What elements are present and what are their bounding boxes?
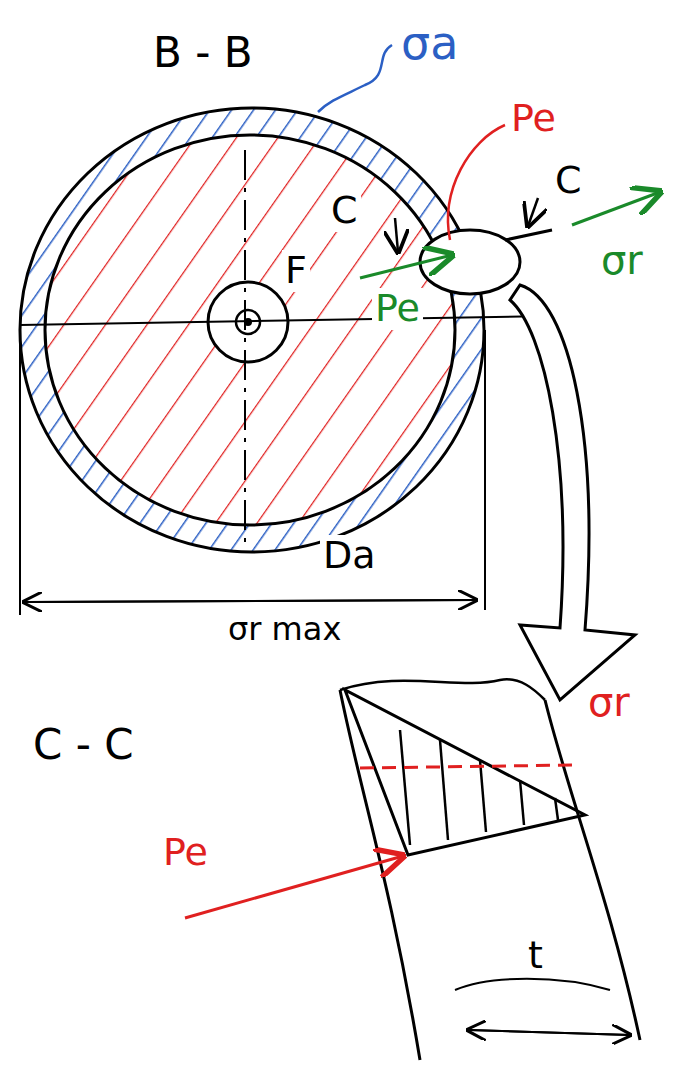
force-label: F [282,250,310,292]
section-title: B - B [150,30,255,76]
pressure-label: Pe [508,98,559,140]
dimension-label: Da [320,535,379,577]
section-letter: C [328,190,361,232]
section-letter: C [552,160,585,202]
section-title: C - C [30,722,137,768]
dimension-label: t [525,935,546,977]
stress-label: σa [398,18,461,69]
stress-label: σr [585,680,633,724]
stress-label: σr [598,238,646,282]
stress-label: σr max [225,612,344,647]
pressure-label: Pe [160,832,211,874]
pressure-label: Pe [372,288,423,330]
